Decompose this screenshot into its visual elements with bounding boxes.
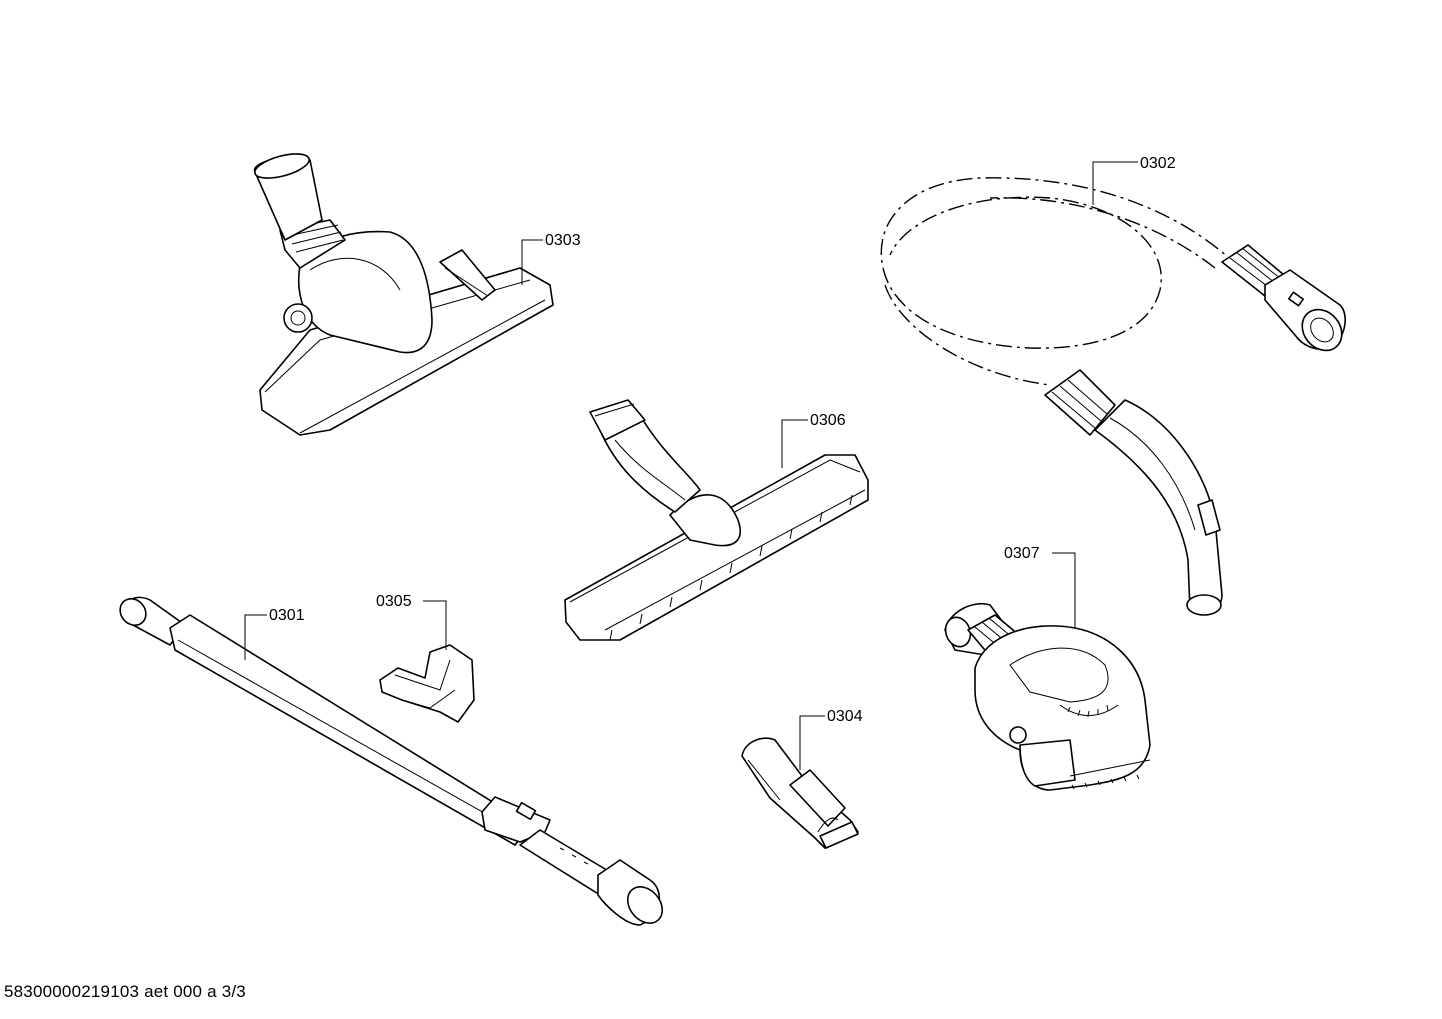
part-label-0302: 0302 <box>1140 155 1176 172</box>
label-0306: 0306 <box>781 412 846 468</box>
label-0303: 0303 <box>521 232 581 285</box>
hard-floor-nozzle-drawing[interactable] <box>564 399 869 641</box>
part-label-0303: 0303 <box>545 232 581 249</box>
label-0301: 0301 <box>244 607 305 660</box>
floor-nozzle-drawing[interactable] <box>252 149 554 436</box>
part-label-0307: 0307 <box>1004 545 1040 562</box>
accessory-clip-drawing[interactable] <box>379 644 475 723</box>
part-label-0306: 0306 <box>810 412 846 429</box>
suction-hose-drawing[interactable] <box>880 177 1350 616</box>
label-0304: 0304 <box>799 708 863 770</box>
label-0307: 0307 <box>1004 545 1076 628</box>
crevice-tool-drawing[interactable] <box>741 737 859 849</box>
label-0302: 0302 <box>1092 155 1176 205</box>
label-0305: 0305 <box>376 593 447 650</box>
part-label-0301: 0301 <box>269 607 305 624</box>
turbo-brush-drawing[interactable] <box>942 603 1151 791</box>
document-code: 58300000219103 aet 000 a 3/3 <box>4 982 246 1001</box>
part-label-0305: 0305 <box>376 593 412 610</box>
part-label-0304: 0304 <box>827 708 863 725</box>
telescopic-tube-drawing[interactable] <box>115 594 670 930</box>
